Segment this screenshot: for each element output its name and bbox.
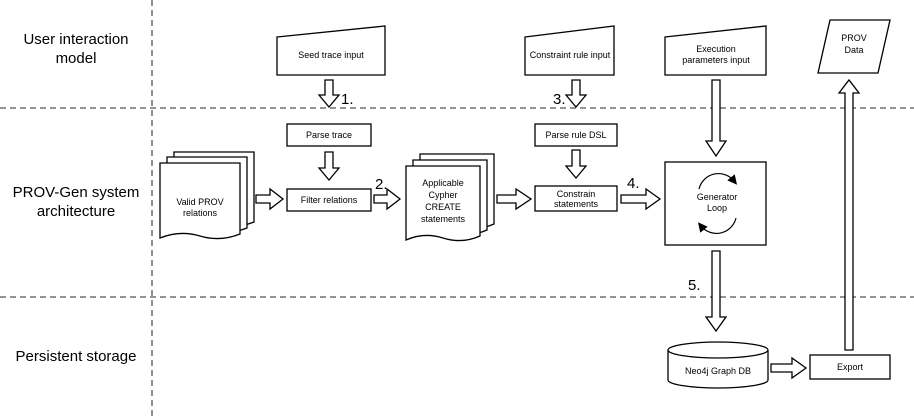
valid-prov-relations-documents: Valid PROV relations xyxy=(159,151,255,240)
parse-trace-box: Parse trace xyxy=(286,123,372,147)
prov-data-label-line1: PROV xyxy=(841,33,867,43)
step-5-label: 5. xyxy=(688,277,701,294)
lane-label-arch-line2: architecture xyxy=(37,203,115,220)
arrow-export-to-prov-icon xyxy=(837,78,861,351)
lane-label-storage: Persistent storage xyxy=(16,348,137,365)
step-3-label: 3. xyxy=(553,91,566,108)
applicable-label-line1: Applicable xyxy=(422,178,464,188)
generator-loop-label-line2: Loop xyxy=(707,203,727,213)
arrow-generator-to-db-icon xyxy=(704,250,728,333)
applicable-label-line3: CREATE xyxy=(425,202,461,212)
step-1-label: 1. xyxy=(341,91,354,108)
applicable-cypher-documents: Applicable Cypher CREATE statements xyxy=(405,153,495,242)
generator-loop-box: Generator Loop xyxy=(664,161,767,246)
parse-rule-dsl-label: Parse rule DSL xyxy=(545,130,606,140)
arrow-execution-to-generator-icon xyxy=(704,79,728,158)
neo4j-label: Neo4j Graph DB xyxy=(685,366,751,376)
prov-data-label-line2: Data xyxy=(844,45,863,55)
seed-trace-input-label: Seed trace input xyxy=(298,50,364,60)
constrain-statements-label-line2: statements xyxy=(554,199,599,209)
generator-loop-label-line1: Generator xyxy=(697,192,738,202)
execution-parameters-input: Execution parameters input xyxy=(664,25,767,76)
arrow-valid-to-filter-icon xyxy=(255,187,285,211)
export-box: Export xyxy=(809,354,891,380)
step-4-label: 4. xyxy=(627,175,640,192)
constrain-statements-label-line1: Constrain xyxy=(557,189,596,199)
parse-rule-dsl-box: Parse rule DSL xyxy=(534,123,618,147)
arrow-applicable-to-constrain-icon xyxy=(496,187,533,211)
arrow-parse-to-filter-icon xyxy=(317,151,341,182)
cycle-arrow-bottom-icon xyxy=(697,217,737,234)
constraint-rule-input-label: Constraint rule input xyxy=(530,50,611,60)
step-2-label: 2. xyxy=(375,176,388,193)
lane-label-user-line2: model xyxy=(56,50,97,67)
applicable-label-line2: Cypher xyxy=(428,190,457,200)
filter-relations-box: Filter relations xyxy=(286,188,372,212)
cycle-arrow-top-icon xyxy=(698,173,738,190)
valid-prov-label-line1: Valid PROV xyxy=(176,197,223,207)
arrow-db-to-export-icon xyxy=(770,356,808,380)
filter-relations-label: Filter relations xyxy=(301,195,358,205)
arrow-constraint-to-parse-icon xyxy=(564,79,588,109)
arrow-parse-rule-to-constrain-icon xyxy=(564,149,588,180)
execution-parameters-label-line2: parameters input xyxy=(682,55,750,65)
constrain-statements-box: Constrain statements xyxy=(534,185,618,212)
neo4j-graph-db: Neo4j Graph DB xyxy=(667,341,769,389)
valid-prov-label-line2: relations xyxy=(183,208,218,218)
export-label: Export xyxy=(837,362,864,372)
seed-trace-input: Seed trace input xyxy=(276,25,386,76)
execution-parameters-label-line1: Execution xyxy=(696,44,736,54)
arrow-filter-to-applicable-icon xyxy=(373,187,402,211)
lane-label-user-line1: User interaction xyxy=(23,31,128,48)
arrow-seed-to-parse-icon xyxy=(317,79,341,109)
arrow-constrain-to-generator-icon xyxy=(620,187,662,211)
parse-trace-label: Parse trace xyxy=(306,130,352,140)
lane-label-arch-line1: PROV-Gen system xyxy=(13,184,140,201)
applicable-label-line4: statements xyxy=(421,214,466,224)
prov-data-output: PROV Data xyxy=(817,19,891,74)
constraint-rule-input: Constraint rule input xyxy=(524,25,615,76)
